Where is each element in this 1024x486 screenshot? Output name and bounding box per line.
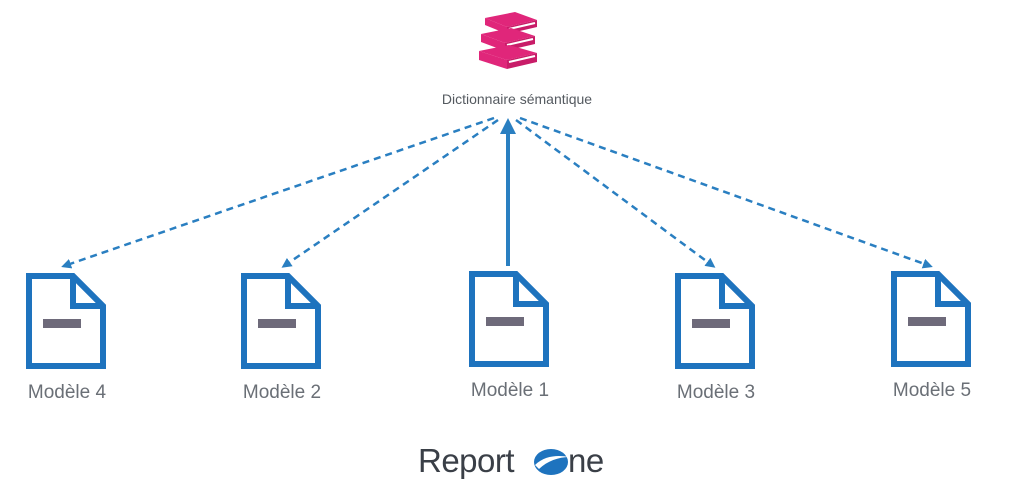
document-icon bbox=[469, 271, 549, 367]
document-icon bbox=[241, 273, 321, 369]
model-label: Modèle 5 bbox=[892, 380, 972, 401]
dictionary-label: Dictionnaire sémantique bbox=[441, 91, 593, 107]
dictionary-node: Dictionnaire sémantique bbox=[417, 8, 617, 108]
document-icon bbox=[675, 273, 755, 369]
connector-hub-to-model-2 bbox=[281, 118, 499, 268]
reportone-logo: Report ne bbox=[400, 440, 630, 480]
connector-hub-to-model-4 bbox=[61, 116, 495, 269]
model-label: Modèle 4 bbox=[27, 382, 107, 403]
document-icon bbox=[891, 271, 971, 367]
model-label: Modèle 2 bbox=[242, 382, 322, 403]
logo-o-swoosh-icon bbox=[534, 449, 569, 475]
books-stack-icon bbox=[479, 12, 537, 69]
model-5-node: Modèle 5 bbox=[867, 270, 997, 410]
model-1-node: Modèle 1 bbox=[445, 270, 575, 410]
model-4-node: Modèle 4 bbox=[2, 272, 132, 412]
logo-text: Report bbox=[418, 442, 515, 479]
model-label: Modèle 3 bbox=[676, 382, 756, 403]
document-icon bbox=[26, 273, 106, 369]
model-label: Modèle 1 bbox=[470, 380, 550, 401]
connector-hub-to-model-5 bbox=[519, 116, 933, 269]
model-3-node: Modèle 3 bbox=[651, 272, 781, 412]
logo-suffix: ne bbox=[568, 442, 604, 479]
model-2-node: Modèle 2 bbox=[217, 272, 347, 412]
connector-hub-to-model-3 bbox=[515, 118, 716, 268]
